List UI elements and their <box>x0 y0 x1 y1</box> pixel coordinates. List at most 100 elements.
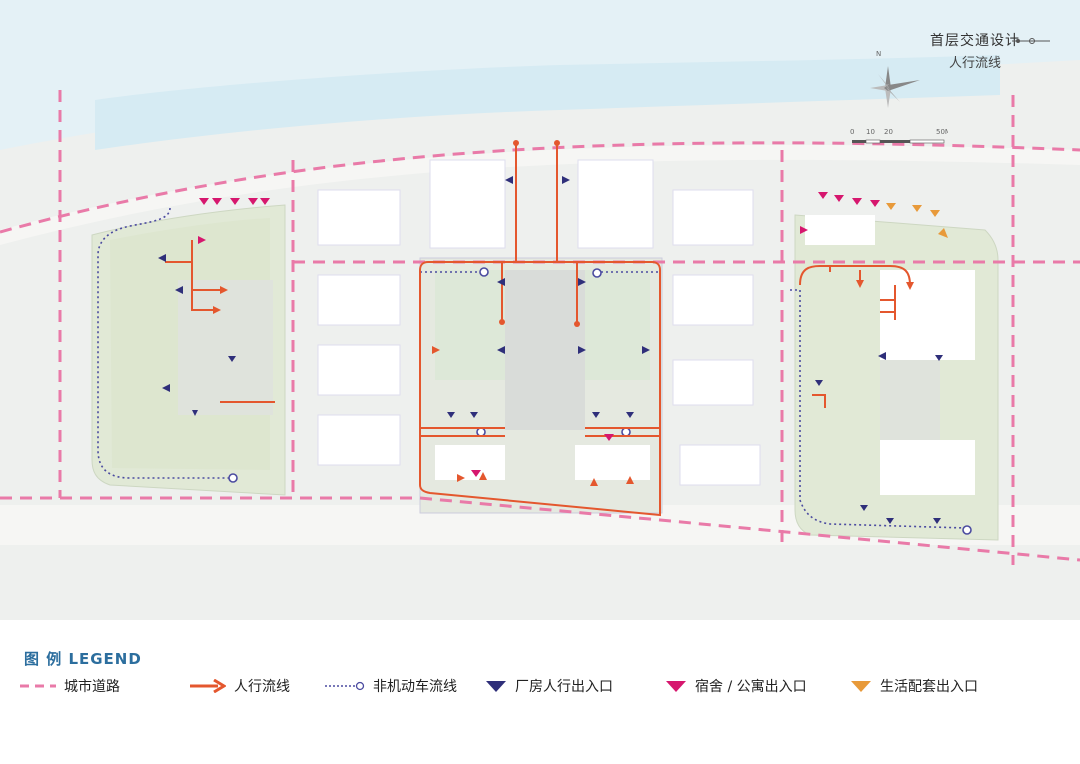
pedestrian-node <box>554 140 560 146</box>
site-plan-map <box>0 0 1080 620</box>
map-title-block: 首层交通设计 人行流线 <box>880 30 1070 71</box>
legend-label: 城市道路 <box>64 679 120 695</box>
building <box>317 274 401 326</box>
factory-entry-marker <box>642 346 650 354</box>
pedestrian-arrowhead <box>213 306 221 314</box>
factory-entry-marker <box>497 278 505 286</box>
legend-item-life-entry: 生活配套出入口 <box>850 672 978 700</box>
triangle-down-icon <box>486 681 506 692</box>
life-entrances <box>886 203 948 238</box>
scale-bar: 0 10 20 50M <box>848 126 951 150</box>
pedestrian-node <box>574 321 580 327</box>
north-arrow-icon: N <box>870 50 920 108</box>
building <box>317 344 401 396</box>
dashed-line-icon <box>20 684 56 688</box>
map-subtitle: 人行流线 <box>948 56 1001 71</box>
legend-label: 人行流线 <box>234 679 290 695</box>
building <box>880 440 975 495</box>
factory-entry-marker <box>228 356 236 362</box>
north-label: N <box>876 50 881 58</box>
legend: 城市道路 人行流线 非机动车流线 厂房人行出入口 宿舍 / 公寓出入口 生活配套… <box>20 672 1060 700</box>
building <box>805 215 875 245</box>
bike-endpoint <box>476 427 486 437</box>
city-road <box>0 141 1080 234</box>
canal <box>95 55 1000 150</box>
legend-item-factory-entry: 厂房人行出入口 <box>485 672 613 700</box>
dorm-entry-marker <box>800 226 808 234</box>
factory-entry-marker <box>175 286 183 294</box>
legend-title: 图 例 LEGEND <box>24 650 142 668</box>
life-entry-marker <box>912 205 922 212</box>
legend-label: 宿舍 / 公寓出入口 <box>695 679 807 695</box>
dorm-entry-marker <box>604 434 614 441</box>
factory-entry-marker <box>158 254 166 262</box>
dorm-entry-marker <box>199 198 209 205</box>
city-road <box>0 496 1080 562</box>
legend-item-pedestrian: 人行流线 <box>190 672 290 700</box>
arrow-icon <box>190 679 226 693</box>
factory-entry-marker <box>505 176 513 184</box>
factory-entry-marker <box>860 505 868 511</box>
pedestrian-arrowhead <box>906 282 914 290</box>
legend-label: 厂房人行出入口 <box>515 679 613 695</box>
factory-entrances <box>158 176 943 524</box>
triangle-down-icon <box>851 681 871 692</box>
building <box>672 274 754 326</box>
building <box>679 444 761 486</box>
bike-endpoint <box>962 525 972 535</box>
map-title: 首层交通设计 <box>930 33 1020 49</box>
factory-entry-marker <box>878 352 886 360</box>
building <box>577 159 654 249</box>
factory-entry-marker <box>933 518 941 524</box>
scale-tick-label: 10 <box>866 128 875 136</box>
factory-entry-marker <box>162 384 170 392</box>
bike-route <box>97 207 230 479</box>
dotted-line-circle-icon <box>325 681 365 691</box>
bike-routes <box>97 207 967 529</box>
triangle-down-icon <box>666 681 686 692</box>
life-entry-marker <box>930 210 940 217</box>
building <box>575 445 650 480</box>
bike-endpoint <box>621 427 631 437</box>
bike-endpoint <box>479 267 489 277</box>
building <box>317 414 401 466</box>
dorm-entry-marker <box>260 198 270 205</box>
pedestrian-arrowhead <box>856 280 864 288</box>
building <box>672 359 754 406</box>
factory-entry-marker <box>592 412 600 418</box>
factory-entry-marker <box>470 412 478 418</box>
building <box>672 189 754 246</box>
pedestrian-arrowhead <box>590 478 598 486</box>
pedestrian-route <box>799 265 911 320</box>
compass: N <box>870 48 930 118</box>
bike-endpoint <box>592 268 602 278</box>
factory-entry-marker <box>497 346 505 354</box>
title-marker-icon <box>1012 38 1050 44</box>
building <box>317 189 401 246</box>
pedestrian-arrowheads <box>213 140 914 486</box>
pedestrian-node <box>499 319 505 325</box>
pedestrian-route <box>165 240 222 311</box>
legend-item-bike: 非机动车流线 <box>325 672 457 700</box>
scale-tick-label: 0 <box>850 128 854 136</box>
pedestrian-route <box>812 394 826 408</box>
legend-label: 非机动车流线 <box>373 679 457 695</box>
pedestrian-arrowhead <box>457 474 465 482</box>
building-east <box>880 360 940 440</box>
dorm-entry-marker <box>870 200 880 207</box>
factory-entry-marker <box>578 278 586 286</box>
pedestrian-node <box>513 140 519 146</box>
dorm-entry-marker <box>818 192 828 199</box>
central-spine <box>505 270 585 430</box>
dorm-entry-marker <box>198 236 206 244</box>
legend-item-dorm-entry: 宿舍 / 公寓出入口 <box>665 672 807 700</box>
life-entry-marker <box>938 228 948 238</box>
dorm-entry-marker <box>212 198 222 205</box>
pedestrian-routes <box>165 142 911 517</box>
factory-entry-marker <box>886 518 894 524</box>
factory-entry-marker <box>935 355 943 361</box>
factory-entry-marker <box>578 346 586 354</box>
building-west <box>178 280 273 415</box>
factory-entry-marker <box>447 412 455 418</box>
legend-label: 生活配套出入口 <box>880 679 978 695</box>
